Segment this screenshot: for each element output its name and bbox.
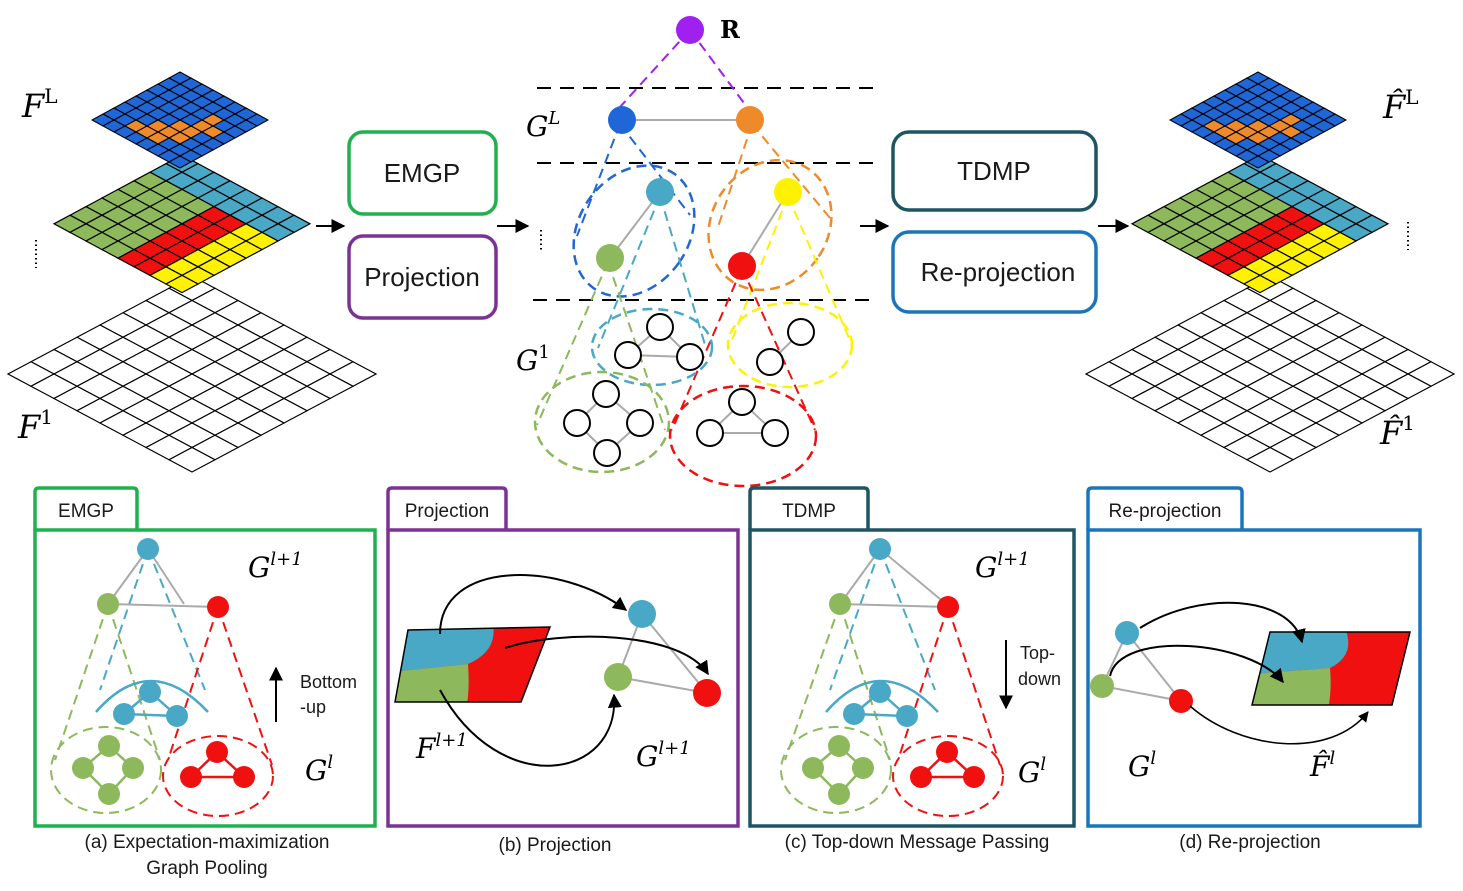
emgp-box-label: EMGP bbox=[384, 158, 461, 188]
label-g-1: G1 bbox=[516, 342, 550, 377]
root-node bbox=[676, 16, 704, 44]
grid-cell bbox=[164, 274, 200, 294]
panel-a-tab: EMGP bbox=[58, 501, 114, 522]
grid-cell bbox=[167, 155, 193, 169]
label-fhat-1: F̂1 bbox=[1379, 411, 1415, 452]
tdmp-box-label: TDMP bbox=[957, 156, 1031, 186]
hierarchical-graph: R GL G1 bbox=[516, 15, 876, 488]
label-f-L: FL bbox=[21, 84, 57, 125]
label-g-L: GL bbox=[526, 108, 560, 143]
svg-text:down: down bbox=[1018, 669, 1061, 689]
panel-projection: Projection Fl+1 Gl+1 (b) Projection bbox=[386, 486, 740, 856]
caption-a-line1: (a) Expectation-maximization bbox=[85, 832, 330, 853]
caption-b: (b) Projection bbox=[499, 835, 612, 856]
caption-a-line2: Graph Pooling bbox=[146, 858, 267, 879]
caption-d: (d) Re-projection bbox=[1179, 832, 1321, 853]
panel-d-tab: Re-projection bbox=[1109, 501, 1222, 522]
grid-cell bbox=[1245, 155, 1271, 169]
grid-cell bbox=[1242, 274, 1278, 294]
panel-emgp: EMGP Gl+1 Gl Bottom -up (a) Expectation-… bbox=[33, 486, 377, 879]
tdmp-box: TDMP bbox=[891, 130, 1098, 212]
root-label: R bbox=[720, 15, 741, 44]
panel-b-tab: Projection bbox=[405, 501, 490, 522]
grid-cell bbox=[1245, 446, 1295, 473]
projection-box: Projection bbox=[347, 234, 498, 320]
right-feature-pyramid bbox=[1084, 71, 1456, 473]
label-fhat-L: F̂L bbox=[1382, 85, 1418, 126]
projection-box-label: Projection bbox=[364, 262, 480, 292]
emgp-box: EMGP bbox=[347, 130, 498, 216]
reprojection-box: Re-projection bbox=[891, 230, 1098, 314]
panel-c-tab: TDMP bbox=[782, 501, 836, 522]
grid-cell bbox=[167, 446, 217, 473]
panel-tdmp: TDMP Gl+1 Gl Top- down (c) Top-down Mess… bbox=[748, 486, 1076, 853]
label-f-1: F1 bbox=[17, 405, 53, 446]
svg-text:Fl+1: Fl+1 bbox=[415, 730, 468, 765]
left-feature-pyramid bbox=[6, 71, 378, 473]
svg-text:-up: -up bbox=[300, 697, 326, 717]
panel-reprojection: Re-projection Gl F̂l (d) Re-projection bbox=[1086, 486, 1422, 853]
caption-c: (c) Top-down Message Passing bbox=[785, 832, 1050, 853]
svg-text:Bottom: Bottom bbox=[300, 672, 357, 692]
svg-text:Top-: Top- bbox=[1020, 643, 1055, 663]
reprojection-box-label: Re-projection bbox=[921, 257, 1076, 287]
